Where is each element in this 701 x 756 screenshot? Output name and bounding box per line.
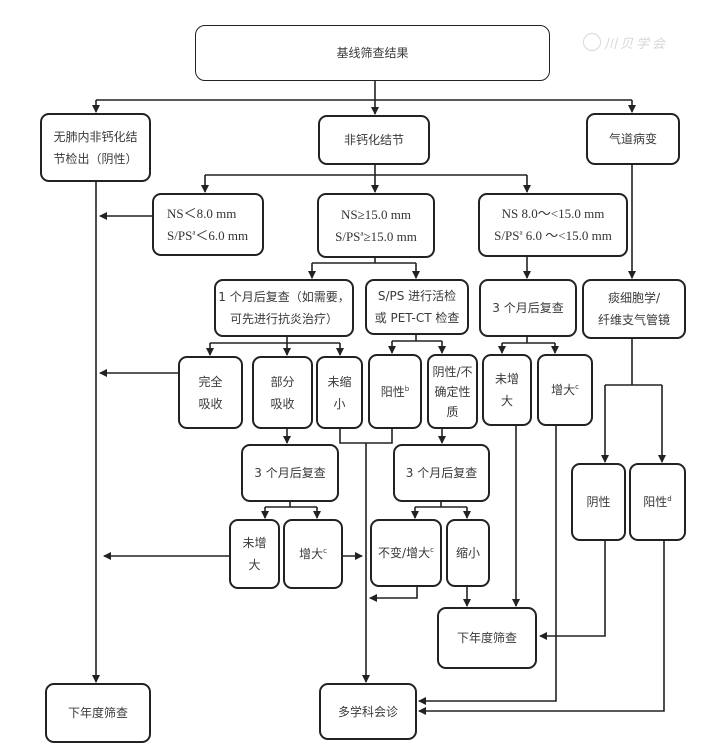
node-recheck-3-month-a: 3 个月后复查 (479, 279, 577, 337)
node-text-main: 不变/增大 (378, 546, 431, 560)
connector (418, 425, 557, 705)
footnote-marker: c (323, 547, 327, 555)
footnote-marker: a (519, 228, 523, 237)
node-text: 纤维支气管镜 (597, 313, 670, 327)
node-text: S/PS 进行活检 (377, 289, 457, 303)
node-text: 未增 (242, 536, 267, 550)
node-unchanged-enlarged: 不变/增大c (370, 519, 442, 587)
node-next-year-screening-left: 下年度筛查 (45, 683, 151, 743)
node-text: 缩小 (455, 546, 480, 560)
node-text-main: 阳性 (643, 495, 668, 509)
node-text: 节检出（阴性） (53, 151, 138, 166)
node-shrunk: 缩小 (446, 519, 490, 587)
node-text: 阴性 (586, 495, 611, 509)
node-text-prefix: S/PS (335, 228, 361, 244)
node-text: 增大c (299, 543, 327, 565)
node-text: S/PSa＜6.0 mm (167, 225, 248, 247)
node-airway-lesion: 气道病变 (586, 113, 680, 165)
node-text: 大 (500, 394, 513, 408)
node-text: 无肺内非钙化结 (53, 129, 138, 144)
node-next-year-screening-mid: 下年度筛查 (437, 607, 537, 669)
node-text: 可先进行抗炎治疗） (229, 312, 338, 326)
node-text: 不变/增大c (378, 542, 434, 564)
node-recheck-1-month: 1 个月后复查（如需要， 可先进行抗炎治疗） (214, 279, 354, 337)
node-text: S/PSa 6.0 ～<15.0 mm (494, 225, 612, 247)
node-ns-medium: NS 8.0～<15.0 mm S/PSa 6.0 ～<15.0 mm (478, 193, 628, 257)
connector (339, 428, 393, 444)
node-text-prefix: S/PS (167, 227, 193, 243)
node-text-main: 增大 (299, 547, 324, 561)
node-positive-b: 阳性b (368, 354, 422, 429)
node-not-enlarged-a: 未增 大 (482, 354, 532, 426)
node-text: 3 个月后复查 (254, 466, 326, 480)
node-text: 或 PET-CT 检查 (374, 311, 460, 325)
connector (418, 540, 665, 715)
node-text: 阳性d (643, 491, 671, 513)
node-text: 多学科会诊 (337, 704, 398, 719)
node-multidisciplinary-consultation: 多学科会诊 (319, 683, 417, 740)
node-text: NS＜8.0 mm (167, 205, 237, 221)
node-ns-large: NS≥15.0 mm S/PSa≥15.0 mm (317, 193, 435, 258)
node-no-nodule: 无肺内非钙化结 节检出（阴性） (40, 113, 151, 182)
footnote-marker: c (575, 383, 579, 391)
node-biopsy-petct: S/PS 进行活检 或 PET-CT 检查 (365, 279, 469, 335)
footnote-marker: b (404, 384, 410, 393)
node-text: 阳性b (381, 381, 409, 403)
node-text: 下年度筛查 (67, 706, 128, 720)
connector (369, 586, 418, 602)
node-text: 非钙化结节 (343, 133, 404, 147)
footnote-marker: d (667, 495, 672, 503)
node-baseline-result: 基线筛查结果 (195, 25, 550, 81)
watermark: 川贝学会 (604, 37, 669, 52)
node-text: 吸收 (270, 396, 295, 411)
node-text: 气道病变 (608, 132, 657, 146)
node-text: 完全 (198, 374, 223, 389)
footnote-marker: a (360, 229, 364, 238)
node-enlarged-a: 增大c (537, 354, 593, 426)
node-text: 痰细胞学/ (607, 291, 661, 305)
node-text: NS≥15.0 mm (341, 206, 411, 222)
node-recheck-3-month-b: 3 个月后复查 (241, 444, 339, 502)
node-text: 小 (333, 396, 346, 411)
node-text: 增大c (551, 379, 579, 401)
node-text-main: 阳性 (380, 384, 405, 399)
node-text: 确定性 (434, 384, 471, 399)
node-text: 3 个月后复查 (405, 466, 478, 480)
node-recheck-3-month-c: 3 个月后复查 (393, 444, 490, 502)
node-text: 3 个月后复查 (492, 301, 564, 315)
node-negative-uncertain: 阴性/不 确定性 质 (427, 354, 478, 429)
node-complete-absorption: 完全 吸收 (178, 356, 243, 429)
node-text-main: 增大 (551, 383, 576, 397)
node-text: 阴性/不 (432, 364, 473, 379)
node-partial-absorption: 部分 吸收 (252, 356, 313, 429)
node-text-suffix: ≥15.0 mm (363, 228, 417, 244)
node-text: 质 (446, 404, 459, 419)
node-text: S/PSa≥15.0 mm (335, 226, 417, 248)
footnote-marker: a (192, 228, 196, 237)
node-text-suffix: 6.0 ～<15.0 mm (522, 228, 612, 243)
node-text-prefix: S/PS (494, 228, 520, 243)
node-text: 下年度筛查 (456, 631, 517, 645)
node-text: 基线筛查结果 (336, 46, 409, 60)
node-text: 大 (248, 558, 261, 572)
node-ns-small: NS＜8.0 mm S/PSa＜6.0 mm (152, 193, 264, 256)
node-text-suffix: ＜6.0 mm (195, 227, 249, 243)
node-enlarged-b: 增大c (283, 519, 343, 589)
node-negative: 阴性 (571, 463, 626, 541)
node-sputum-cytology: 痰细胞学/ 纤维支气管镜 (582, 279, 686, 339)
node-text: 部分 (270, 374, 295, 389)
connector (539, 540, 606, 640)
node-text: 吸收 (198, 396, 223, 411)
node-text: 未增 (494, 372, 519, 386)
footnote-marker: c (430, 546, 434, 554)
watermark-logo-icon (583, 33, 601, 51)
node-not-enlarged-b: 未增 大 (229, 519, 280, 589)
node-text: 未缩 (327, 374, 352, 389)
node-not-shrunk: 未缩 小 (316, 356, 363, 429)
node-noncalcified-nodule: 非钙化结节 (318, 115, 430, 165)
node-text: NS 8.0～<15.0 mm (501, 206, 605, 221)
node-positive-d: 阳性d (629, 463, 686, 541)
node-text: 1 个月后复查（如需要， (218, 290, 350, 304)
